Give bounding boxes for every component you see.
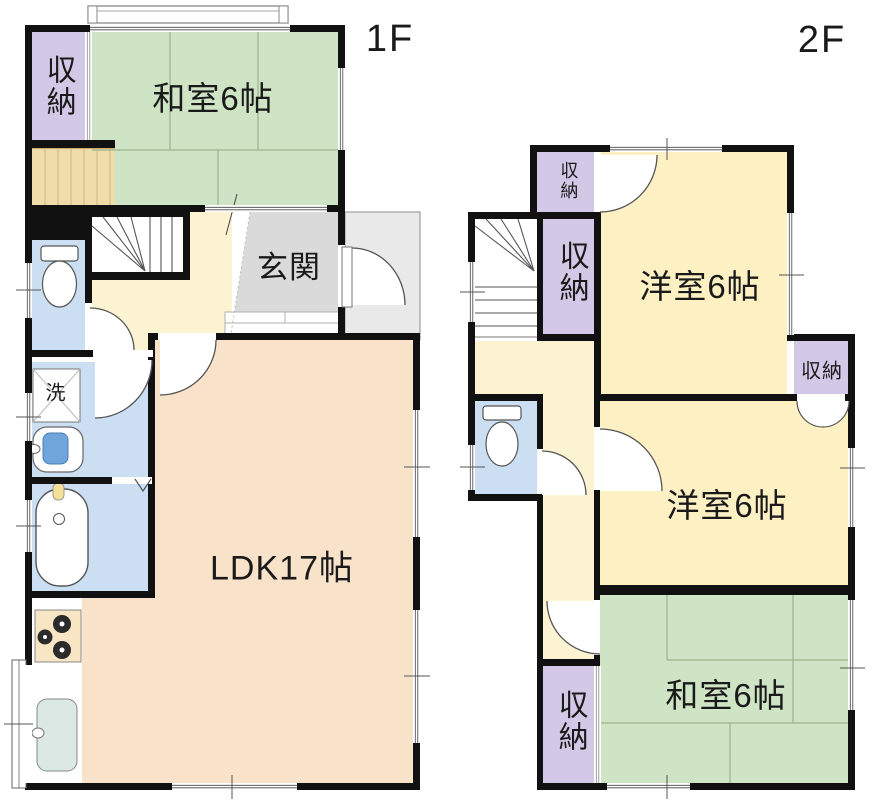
- hallway-2f-upper: [475, 341, 594, 394]
- stairs-2f-treads: [474, 218, 537, 338]
- kitchen-sink-fixture: [31, 698, 78, 772]
- toilet-fixture-2f: [482, 405, 522, 467]
- bath-folding-door-icon: [134, 478, 152, 493]
- bathtub-fixture: [35, 482, 89, 587]
- entrance-door-leaf: [341, 246, 353, 308]
- fixtures-1f: [27, 245, 89, 772]
- windows-2f: [460, 138, 865, 799]
- room-genkan: [230, 212, 345, 340]
- door-arcs: [89, 154, 850, 655]
- toilet-fixture-1f: [40, 245, 79, 308]
- genkan-step: [224, 311, 346, 336]
- laundry-pan-icon: [32, 368, 81, 423]
- room-washitsu-1f: [92, 32, 338, 207]
- room-ldk: [82, 340, 413, 783]
- room-storage-1f: [32, 32, 85, 140]
- room-storage-b-2f: [543, 219, 600, 334]
- wood-floor-strip: [32, 148, 115, 207]
- section-mark: [225, 193, 238, 236]
- stairs-1f: [92, 217, 183, 272]
- tatami-lines: [92, 32, 848, 783]
- windows-1f: [4, 25, 430, 799]
- stairs-2f: [475, 219, 537, 337]
- fixtures-2f: [482, 405, 522, 467]
- room-western-b-2f: [600, 401, 848, 585]
- stairs-1f-treads: [91, 216, 173, 272]
- genkan-edge-line: [229, 211, 251, 341]
- room-washitsu-2f: [600, 595, 848, 783]
- stove-fixture: [34, 609, 82, 663]
- veranda: [87, 5, 289, 24]
- wood-plank-lines: [32, 148, 115, 206]
- room-storage-a-2f: [537, 152, 600, 212]
- room-storage-d-2f: [543, 666, 600, 783]
- room-storage-c-2f: [794, 341, 848, 397]
- vanity-sink-fixture: [27, 426, 84, 473]
